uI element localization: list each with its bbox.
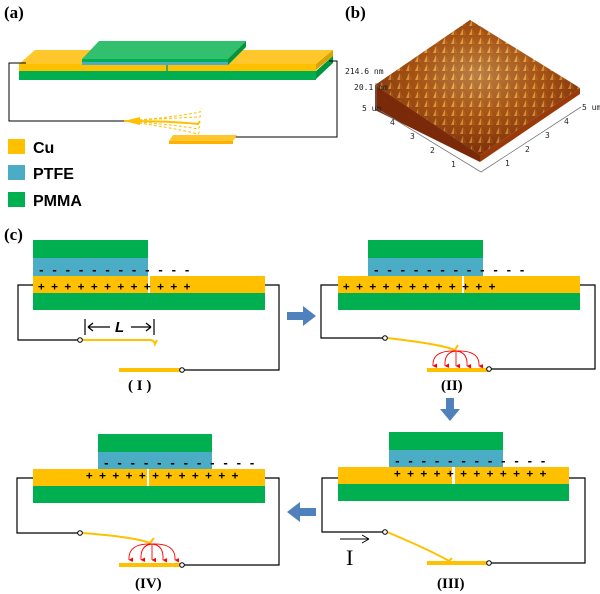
panel-a-device xyxy=(8,41,338,144)
positive-charges: + + + + + + + + + + + + xyxy=(86,469,239,482)
afm-zmax-label: 214.6 nm xyxy=(345,67,384,76)
flow-arrow-down-icon xyxy=(440,398,460,421)
stage-label: (III) xyxy=(437,576,465,592)
ptfe-layer xyxy=(82,62,228,65)
stage-4: - - - - - - - - - - - - + + + + + + + + … xyxy=(16,434,280,592)
pmma-base xyxy=(19,71,316,80)
afm-x-max-label: 5 um xyxy=(582,103,600,112)
panel-c-label: (c) xyxy=(4,225,23,244)
afm-zmin-label: 20.1 nm xyxy=(354,83,388,92)
wire-right xyxy=(182,284,280,371)
negative-charges: - - - - - - - - - - - - xyxy=(373,264,525,277)
pmma-top-slab xyxy=(82,41,246,59)
legend-label-ptfe: PTFE xyxy=(33,166,74,183)
legend-swatch-cu xyxy=(8,139,25,154)
legend-swatch-pmma xyxy=(8,192,25,207)
terminal xyxy=(77,337,83,343)
negative-charges: - - - - - - - - - - - - xyxy=(38,264,190,277)
negative-charges: - - - - - - - - - - - - xyxy=(103,457,255,470)
ptfe-layer xyxy=(33,258,148,276)
stage-label: (II) xyxy=(441,378,463,394)
panel-a-label: (a) xyxy=(4,3,24,22)
current-label: I xyxy=(346,545,353,570)
cantilever xyxy=(386,337,459,352)
afm-x-tick-4: 4 xyxy=(564,117,569,126)
afm-y-max-label: 5 um xyxy=(362,104,381,113)
cantilever-fan xyxy=(123,107,202,135)
electric-field-lines xyxy=(128,543,180,563)
flow-arrow-left-icon xyxy=(287,502,316,522)
stage-label: ( I ) xyxy=(128,378,151,394)
arrow-left-icon xyxy=(87,322,110,332)
afm-y-tick-3: 3 xyxy=(410,132,415,141)
pmma-top xyxy=(33,240,148,258)
afm-axes xyxy=(375,83,582,173)
cu-bottom-pad xyxy=(169,135,237,141)
legend: Cu PTFE PMMA xyxy=(8,139,82,210)
negative-charges: - - - - - - - - - - - - xyxy=(394,455,546,468)
terminal xyxy=(179,367,185,373)
legend-swatch-ptfe xyxy=(8,165,25,180)
positive-charges: + + + + + + + + + + + + xyxy=(343,280,496,293)
cantilever xyxy=(82,339,158,347)
cantilever xyxy=(81,532,155,545)
legend-label-pmma: PMMA xyxy=(33,193,82,210)
pmma-base xyxy=(33,293,265,310)
wire-right xyxy=(233,60,338,138)
cantilever xyxy=(386,531,453,563)
positive-charges: + + + + + + + + + + + + xyxy=(394,467,547,480)
positive-charges: + + + + + + + + + + + + xyxy=(38,280,191,293)
stage-1: - - - - - - - - - - - - + + + + + + + + … xyxy=(17,240,280,394)
wire-left xyxy=(8,62,124,122)
stage-3: - - - - - - - - - - - - + + + + + + + + … xyxy=(321,432,586,592)
stage-2: - - - - - - - - - - - - + + + + + + + + … xyxy=(320,240,596,394)
arrow-right-icon xyxy=(131,322,152,332)
electric-field-lines xyxy=(432,350,484,369)
afm-x-tick-3: 3 xyxy=(545,131,550,140)
afm-x-tick-2: 2 xyxy=(525,145,530,154)
cu-electrode-left xyxy=(33,276,148,293)
panel-b-label: (b) xyxy=(345,3,366,22)
flow-arrow-right-icon xyxy=(287,306,316,326)
stage-label: (IV) xyxy=(135,576,162,592)
cu-electrode-right xyxy=(150,276,265,293)
legend-label-cu: Cu xyxy=(33,140,54,157)
afm-surface-plot: 214.6 nm 20.1 nm 5 um 5 um 4 3 2 1 1 2 3… xyxy=(345,20,600,173)
afm-y-tick-4: 4 xyxy=(390,118,395,127)
cu-bottom-pad xyxy=(119,368,181,372)
afm-y-tick-1: 1 xyxy=(451,160,456,169)
wire-left xyxy=(17,284,79,341)
afm-x-tick-1: 1 xyxy=(505,159,510,168)
afm-y-tick-2: 2 xyxy=(430,146,435,155)
current-arrow-icon xyxy=(340,534,370,544)
length-label: L xyxy=(115,319,124,336)
